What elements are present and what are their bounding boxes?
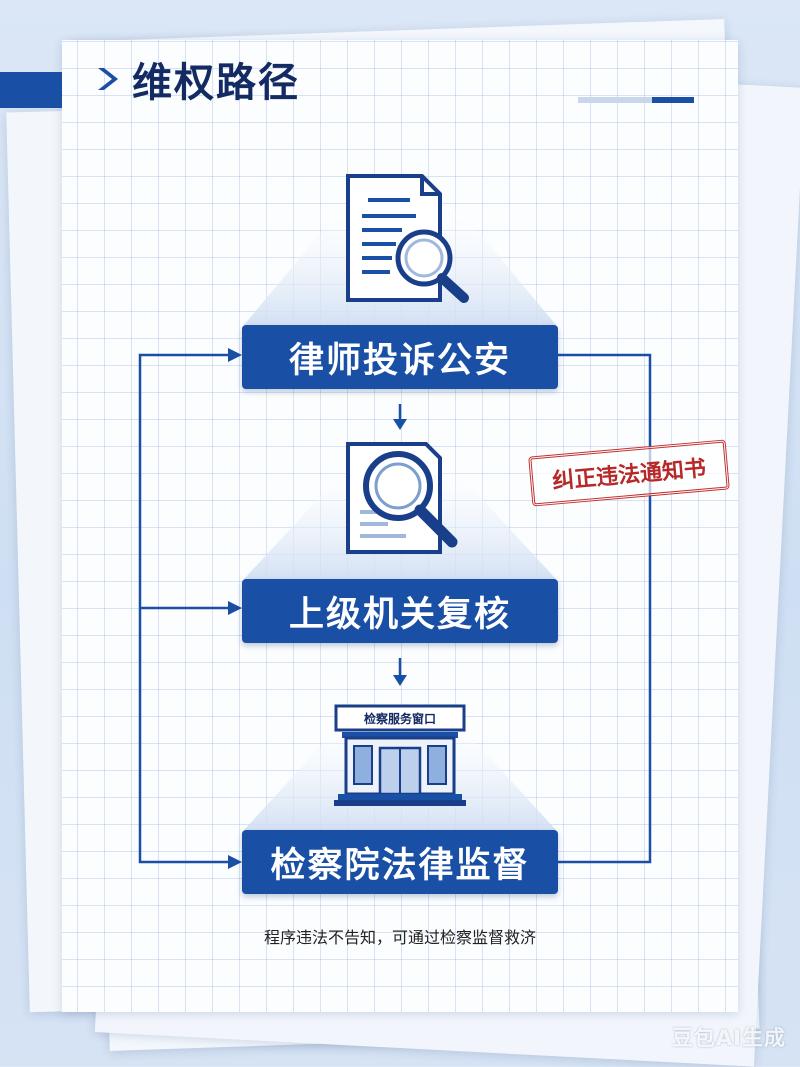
arrow-down-icon	[393, 419, 407, 430]
step-lawyer-complaint: 律师投诉公安	[242, 325, 558, 389]
document-search-icon	[346, 174, 469, 303]
page-title: 维权路径	[132, 60, 300, 106]
arrow-head	[228, 855, 242, 869]
arrow-down-icon	[393, 675, 407, 686]
building-sign-text: 检察服务窗口	[363, 711, 436, 726]
watermark: 豆包AI生成	[671, 1026, 786, 1050]
chevron-right-icon	[98, 68, 118, 90]
step-procuratorate-supervision: 检察院法律监督	[242, 830, 558, 894]
procuratorate-building-icon	[334, 704, 466, 806]
building-sign	[334, 704, 466, 732]
arrow-head	[228, 601, 242, 615]
magnifier-document-icon	[346, 442, 458, 554]
decorative-line	[578, 97, 652, 103]
footer-note: 程序违法不告知，可通过检察监督救济	[263, 928, 536, 947]
right-feedback-line	[558, 353, 652, 864]
arrow-head	[228, 348, 242, 362]
step-superior-review: 上级机关复核	[242, 579, 558, 643]
decorative-line	[652, 97, 694, 103]
accent-bar	[0, 72, 62, 108]
